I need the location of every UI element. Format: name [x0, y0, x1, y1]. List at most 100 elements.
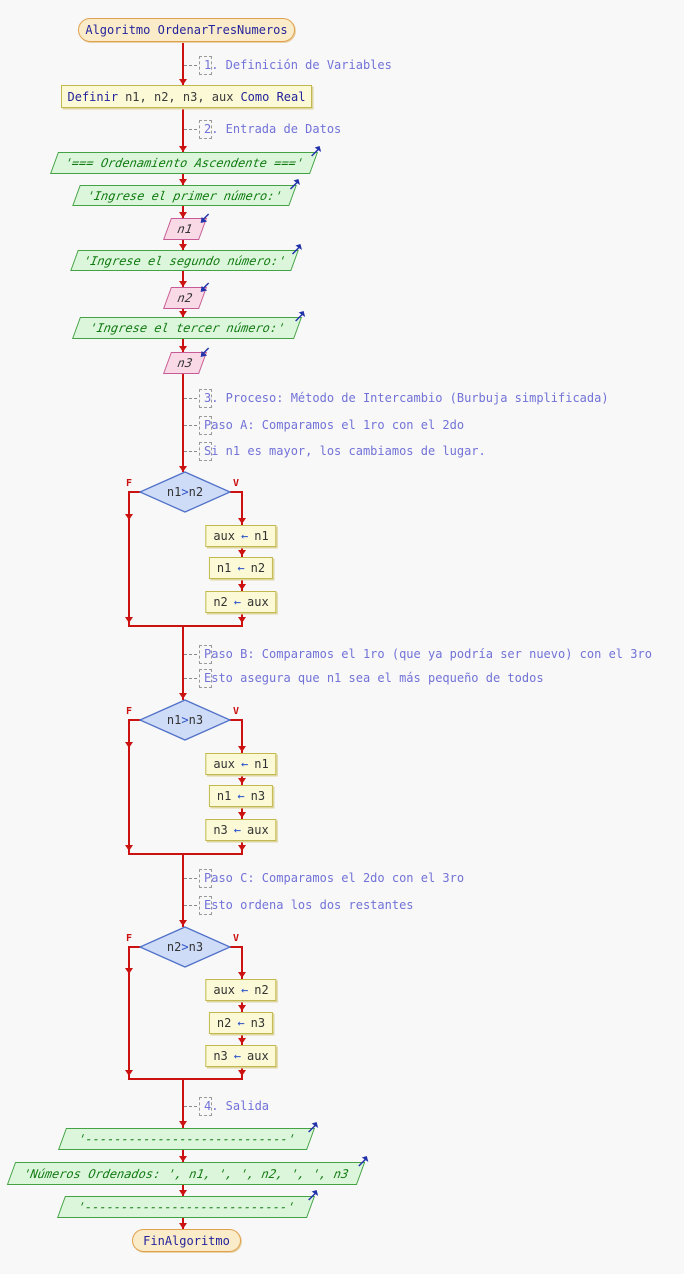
arrowhead	[179, 79, 187, 85]
assign-lhs: n2	[216, 1016, 232, 1030]
connector-line	[241, 947, 243, 979]
comment[interactable]: 1. Definición de Variables	[184, 55, 392, 75]
assign-rhs: n3	[250, 1016, 266, 1030]
comment[interactable]: Esto ordena los dos restantes	[184, 895, 414, 915]
assign-arrow: ←	[237, 561, 245, 575]
assign-node[interactable]: n3←aux	[205, 819, 277, 841]
connector-line	[182, 626, 184, 700]
arrowhead	[179, 281, 187, 287]
output-node[interactable]: 'Números Ordenados: ', n1, ', ', n2, ', …	[6, 1156, 369, 1185]
comment[interactable]: 4. Salida	[184, 1096, 270, 1116]
connector-line	[182, 338, 184, 352]
assign-rhs: aux	[247, 1049, 269, 1063]
output-text: '----------------------------'	[75, 1200, 297, 1214]
assign-rhs: n1	[254, 529, 269, 543]
assign-arrow: ←	[233, 595, 241, 609]
comment[interactable]: Paso B: Comparamos el 1ro (que ya podría…	[184, 644, 652, 664]
comment[interactable]: 3. Proceso: Método de Intercambio (Burbu…	[184, 388, 609, 408]
condition-rhs: n3	[188, 940, 204, 954]
write-arrow-icon	[309, 145, 323, 161]
connector-line	[241, 492, 243, 525]
comment-text: Paso C: Comparamos el 2do con el 3ro	[204, 871, 465, 885]
comment-bracket-icon	[199, 55, 212, 75]
connector-line	[128, 492, 130, 625]
assign-node[interactable]: aux←n1	[205, 525, 277, 547]
comment[interactable]: Esto asegura que n1 sea el más pequeño d…	[184, 668, 544, 688]
comment-dash	[184, 904, 197, 906]
decision-node[interactable]: n1>n3	[138, 699, 232, 741]
declare-node[interactable]: Definir n1, n2, n3, aux Como Real	[61, 85, 312, 108]
branch-false-label: F	[126, 478, 133, 489]
connector-line	[128, 947, 130, 1078]
assign-rhs: aux	[247, 823, 269, 837]
input-node[interactable]: n1	[162, 213, 210, 240]
output-node[interactable]: '=== Ordenamiento Ascendente ==='	[49, 146, 322, 174]
assign-node[interactable]: aux←n2	[205, 979, 277, 1001]
assign-node[interactable]: n2←aux	[205, 591, 277, 613]
connector-line	[128, 719, 141, 721]
assign-arrow: ←	[237, 789, 245, 803]
decision-node[interactable]: n1>n2	[138, 471, 232, 513]
assign-node[interactable]: aux←n1	[205, 753, 277, 775]
write-arrow-icon	[306, 1189, 320, 1205]
input-node[interactable]: n3	[162, 347, 210, 374]
arrowhead	[238, 1005, 246, 1011]
assign-node[interactable]: n2←n3	[208, 1012, 274, 1034]
connector-line	[182, 205, 184, 218]
start-node[interactable]: Algoritmo OrdenarTresNumeros	[78, 18, 295, 42]
arrowhead	[125, 514, 133, 520]
connector-line	[230, 491, 243, 493]
arrowhead	[238, 1070, 246, 1076]
comment-dash	[184, 677, 197, 679]
assign-lhs: n1	[216, 789, 232, 803]
condition-rhs: n3	[188, 713, 204, 727]
output-node[interactable]: 'Ingrese el primer número:'	[72, 179, 300, 206]
read-arrow-icon	[198, 211, 212, 227]
condition-rhs: n2	[188, 485, 204, 499]
assign-lhs: aux	[213, 983, 235, 997]
arrowhead	[125, 845, 133, 851]
input-variable: n2	[175, 291, 195, 305]
end-node[interactable]: FinAlgoritmo	[132, 1229, 241, 1252]
diamond-shape	[138, 471, 232, 513]
comment[interactable]: 2. Entrada de Datos	[184, 119, 341, 139]
decision-node[interactable]: n2>n3	[138, 926, 232, 968]
arrowhead	[238, 617, 246, 623]
decision-condition: n1>n3	[139, 699, 231, 741]
assign-node[interactable]: n1←n3	[208, 785, 274, 807]
arrowhead	[179, 146, 187, 152]
start-label: Algoritmo OrdenarTresNumeros	[85, 23, 288, 37]
comment-text: 4. Salida	[204, 1099, 270, 1113]
output-node[interactable]: '----------------------------'	[57, 1122, 319, 1150]
arrowhead	[238, 518, 246, 524]
output-node[interactable]: '----------------------------'	[56, 1190, 319, 1218]
comment[interactable]: Paso C: Comparamos el 2do con el 3ro	[184, 868, 465, 888]
output-node[interactable]: 'Ingrese el segundo número:'	[70, 244, 302, 271]
comment-text: Esto asegura que n1 sea el más pequeño d…	[204, 671, 544, 685]
condition-lhs: n2	[166, 940, 182, 954]
output-node[interactable]: 'Ingrese el tercer número:'	[71, 311, 306, 339]
arrowhead	[179, 212, 187, 218]
arrowhead	[179, 1223, 187, 1229]
comment-dash	[184, 64, 197, 66]
assign-node[interactable]: n1←n2	[208, 557, 274, 579]
assign-rhs: n2	[254, 983, 269, 997]
comment-dash	[184, 653, 197, 655]
input-node[interactable]: n2	[162, 282, 210, 309]
arrowhead	[179, 920, 187, 926]
write-arrow-icon	[293, 310, 307, 326]
write-arrow-icon	[289, 243, 303, 259]
arrowhead	[125, 617, 133, 623]
assign-rhs: n2	[250, 561, 266, 575]
comment-bracket-icon	[199, 868, 212, 888]
comment[interactable]: Paso A: Comparamos el 1ro con el 2do	[184, 415, 464, 435]
arrowhead	[238, 972, 246, 978]
diamond-shape	[138, 699, 232, 741]
arrowhead	[238, 812, 246, 818]
comment[interactable]: Si n1 es mayor, los cambiamos de lugar.	[184, 441, 486, 461]
assign-lhs: n3	[213, 1049, 228, 1063]
assign-lhs: n2	[213, 595, 228, 609]
comment-dash	[184, 128, 197, 130]
comment-bracket-icon	[199, 388, 212, 408]
assign-node[interactable]: n3←aux	[205, 1045, 277, 1067]
